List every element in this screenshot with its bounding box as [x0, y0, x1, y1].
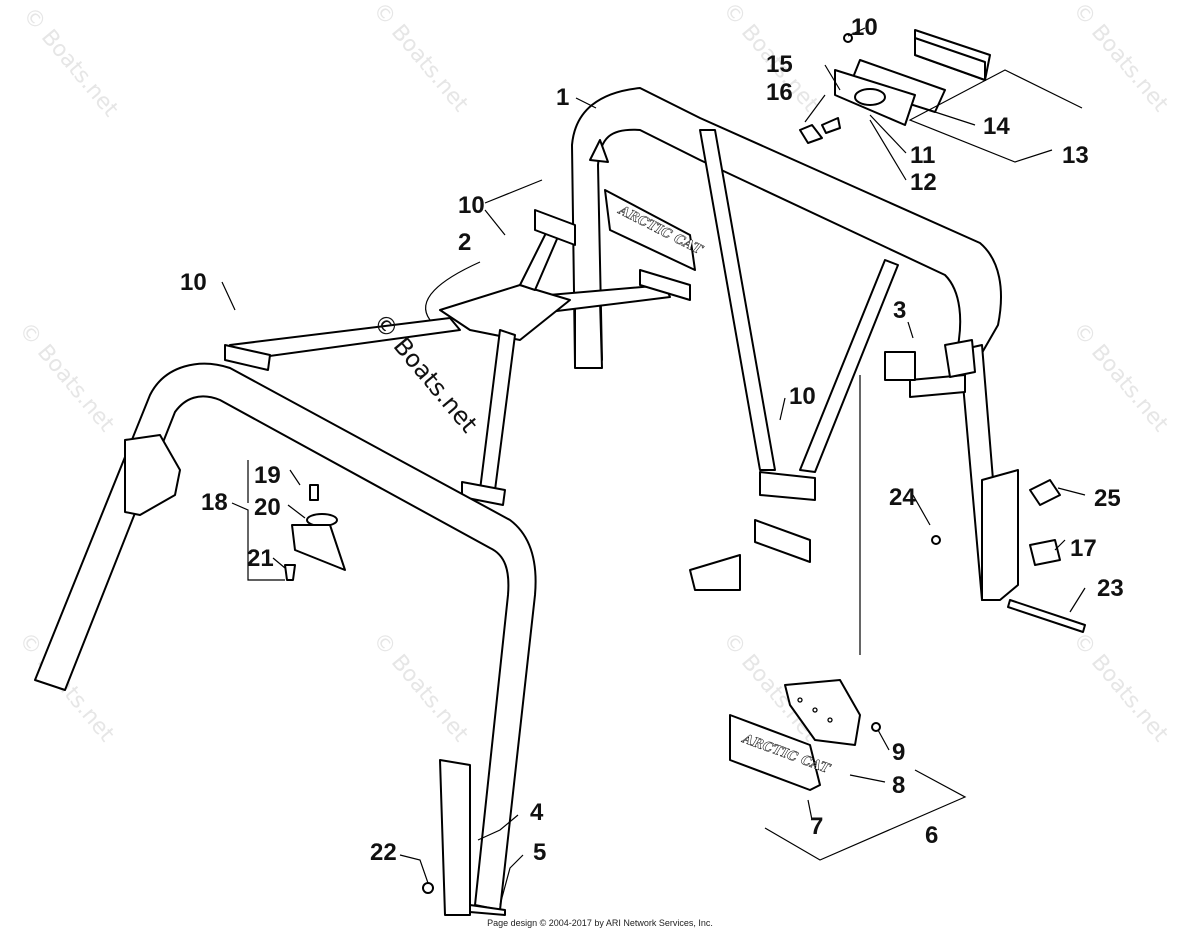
callout-19: 19 — [254, 462, 281, 489]
callout-12: 12 — [910, 169, 937, 196]
callout-7: 7 — [810, 813, 823, 840]
watermark: © Boats.net — [1067, 628, 1173, 747]
callout-18: 18 — [201, 489, 228, 516]
watermark: © Boats.net — [1067, 0, 1173, 117]
front-rops-frame — [34, 362, 537, 916]
page-footer: Page design © 2004-2017 by ARI Network S… — [487, 918, 713, 928]
callout-13: 13 — [1062, 142, 1089, 169]
leader-lines — [221, 27, 1086, 906]
rear-rops-frame — [571, 87, 1019, 601]
cross-brace — [224, 209, 691, 506]
callout-1: 1 — [556, 84, 569, 111]
callout-21: 21 — [247, 545, 274, 572]
callout-20: 20 — [254, 494, 281, 521]
rear-fasteners — [931, 479, 1086, 633]
callout-15: 15 — [766, 51, 793, 78]
callout-9: 9 — [892, 739, 905, 766]
mirror-assembly — [284, 484, 346, 581]
front-fasteners — [422, 882, 506, 916]
callout-23: 23 — [1097, 575, 1124, 602]
callout-3: 3 — [893, 297, 906, 324]
callout-10: 10 — [180, 269, 207, 296]
watermark: © Boats.net — [1067, 318, 1173, 437]
callout-10: 10 — [458, 192, 485, 219]
callout-5: 5 — [533, 839, 546, 866]
light-assembly — [799, 29, 991, 144]
callout-10: 10 — [851, 14, 878, 41]
lower-bracket — [689, 519, 811, 591]
callout-4: 4 — [530, 799, 544, 826]
rear-emblem-plate: ARCTIC CAT — [604, 189, 706, 271]
callout-25: 25 — [1094, 485, 1121, 512]
watermark: © Boats.net — [367, 628, 473, 747]
callout-10: 10 — [789, 383, 816, 410]
callout-2: 2 — [458, 229, 471, 256]
watermark: © Boats.net — [367, 0, 473, 117]
watermark: © Boats.net — [13, 318, 119, 437]
callout-11: 11 — [910, 142, 935, 169]
callout-22: 22 — [370, 839, 397, 866]
callout-6: 6 — [925, 822, 938, 849]
callout-16: 16 — [766, 79, 793, 106]
callout-24: 24 — [889, 484, 916, 511]
callout-labels: 1 2 3 4 5 6 7 8 9 10 10 10 10 11 12 13 1… — [180, 14, 1124, 866]
callout-17: 17 — [1070, 535, 1097, 562]
callout-14: 14 — [983, 113, 1010, 140]
callout-8: 8 — [892, 772, 905, 799]
watermark: © Boats.net — [17, 3, 123, 122]
